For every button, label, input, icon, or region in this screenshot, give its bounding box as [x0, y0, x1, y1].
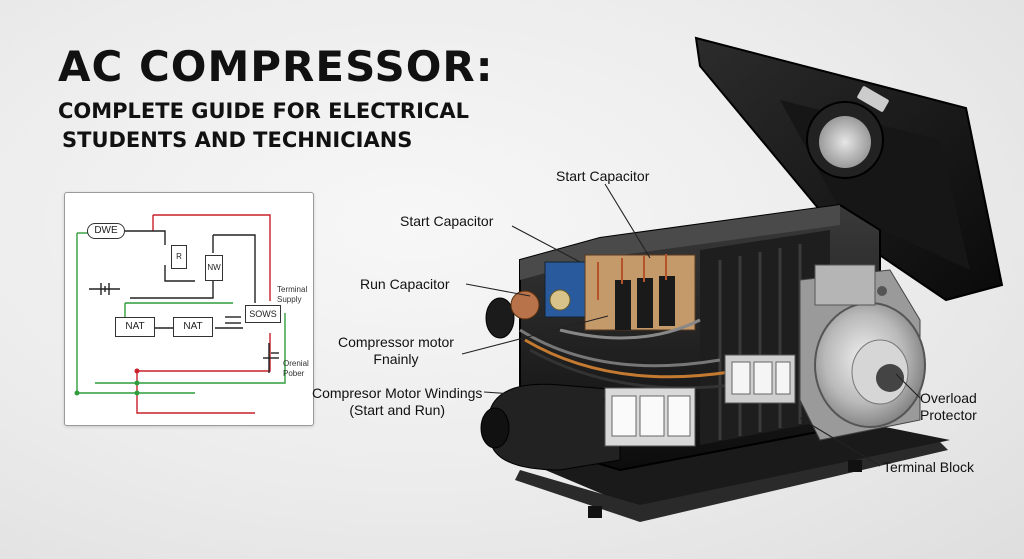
nat-component-2: NAT — [173, 317, 213, 337]
page-subtitle: COMPLETE GUIDE FOR ELECTRICAL STUDENTS A… — [58, 97, 469, 155]
dwe-component: DWE — [87, 223, 125, 239]
capacitor-relay-block — [485, 254, 696, 339]
resistor-nw: NW — [205, 255, 223, 281]
wiring-schematic: DWE R NW NAT NAT SOWS Terminal Supply Or… — [64, 192, 314, 426]
electric-motor — [799, 264, 926, 441]
resistor-r: R — [171, 245, 187, 269]
callout-run-capacitor: Run Capacitor — [360, 276, 450, 292]
lid — [694, 36, 1004, 302]
nat-component-1: NAT — [115, 317, 155, 337]
sows-component: SOWS — [245, 305, 281, 323]
subtitle-line-1: COMPLETE GUIDE FOR ELECTRICAL — [58, 99, 469, 123]
wiring-bundle — [519, 318, 741, 390]
callout-overload-protector: Overload Protector — [920, 390, 977, 423]
callout-leaders — [461, 183, 921, 467]
orenial-pober-label: Orenial Pober — [283, 359, 309, 378]
callout-start-capacitor-top: Start Capacitor — [556, 168, 650, 184]
callout-compressor-motor: Compressor motor Fnainly — [338, 334, 454, 367]
callout-terminal-block: Terminal Block — [883, 459, 975, 475]
page-title: AC COMPRESSOR: — [58, 42, 494, 91]
callout-start-capacitor: Start Capacitor — [400, 213, 494, 229]
callout-motor-windings: Compresor Motor Windings (Start and Run) — [312, 385, 483, 418]
terminal-blocks — [604, 354, 796, 447]
subtitle-line-2: STUDENTS AND TECHNICIANS — [62, 128, 413, 152]
terminal-supply-label: Terminal Supply — [277, 285, 308, 304]
